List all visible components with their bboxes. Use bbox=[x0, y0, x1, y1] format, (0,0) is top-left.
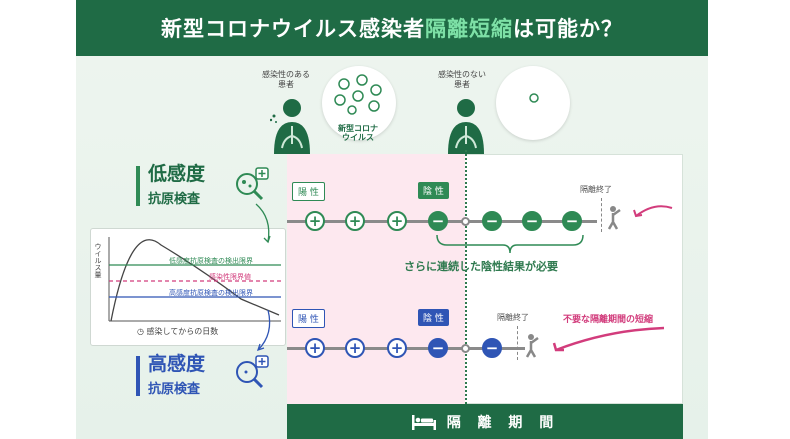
low-bracket bbox=[436, 234, 584, 254]
high-negative-tag: 陰 性 bbox=[418, 309, 449, 326]
low-end-label: 隔離終了 bbox=[580, 185, 612, 194]
high-node-negative-2: − bbox=[482, 338, 502, 358]
low-test-subtitle: 抗原検査 bbox=[148, 192, 201, 207]
low-node-positive-2: + bbox=[345, 211, 365, 231]
low-test-magnifier-icon bbox=[236, 167, 269, 201]
high-person-exit-icon bbox=[525, 334, 539, 358]
low-test-title: 低感度 bbox=[148, 163, 206, 185]
low-pink-arrow-icon bbox=[633, 205, 673, 218]
noninfectious-patient-label: 感染性のない 患者 bbox=[438, 70, 486, 89]
title-prefix: 新型コロナウイルス感染者 bbox=[161, 17, 425, 41]
infectious-boundary-line bbox=[465, 150, 467, 404]
virus-label: 新型コロナ ウイルス bbox=[338, 124, 378, 142]
single-virus-icon bbox=[529, 93, 539, 103]
high-pink-arrow-icon bbox=[552, 326, 665, 352]
high-test-accent-bar bbox=[136, 356, 140, 396]
low-node-positive-3: + bbox=[387, 211, 407, 231]
chart-xlabel: ◷ 感染してからの日数 bbox=[137, 327, 219, 336]
low-node-negative-4: − bbox=[562, 211, 582, 231]
low-node-positive-1: + bbox=[305, 211, 325, 231]
low-end-marker bbox=[601, 198, 602, 232]
high-node-positive-1: + bbox=[305, 338, 325, 358]
low-person-exit-icon bbox=[607, 206, 621, 230]
low-node-negative-3: − bbox=[522, 211, 542, 231]
low-test-accent-bar bbox=[136, 166, 140, 206]
high-end-label: 隔離終了 bbox=[497, 313, 529, 322]
high-test-subtitle: 抗原検査 bbox=[148, 382, 201, 397]
high-test-magnifier-icon bbox=[236, 355, 269, 389]
high-connector-arrow bbox=[257, 309, 271, 351]
chart-line-infect-label: 感染性限界値 bbox=[209, 273, 251, 281]
viral-load-chart: ウイルス量 低感度抗原検査の検出限界 感染性限界値 高感度抗原検査の検出限界 ◷… bbox=[90, 228, 286, 346]
title-suffix: は可能か？ bbox=[513, 17, 623, 41]
high-note: 不要な隔離期間の短縮 bbox=[563, 315, 654, 325]
low-node-negative-1: − bbox=[428, 211, 448, 231]
empty-bubble bbox=[496, 66, 570, 140]
low-negative-tag: 陰 性 bbox=[418, 182, 449, 199]
noninfectious-patient-icon bbox=[448, 99, 484, 154]
infectious-patient-icon bbox=[270, 99, 310, 154]
low-positive-tag: 陽 性 bbox=[292, 182, 325, 201]
chart-line-low-label: 低感度抗原検査の検出限界 bbox=[169, 257, 253, 265]
high-node-positive-3: + bbox=[387, 338, 407, 358]
low-node-negative-2: − bbox=[482, 211, 502, 231]
high-node-boundary bbox=[461, 344, 470, 353]
low-connector-arrow bbox=[255, 203, 270, 243]
viral-load-chart-svg bbox=[108, 237, 281, 322]
low-note: さらに連続した陰性結果が必要 bbox=[404, 260, 558, 273]
virus-cluster-icon bbox=[334, 74, 382, 115]
high-positive-tag: 陽 性 bbox=[292, 309, 325, 328]
title-highlight: 隔離短縮 bbox=[425, 17, 513, 41]
isolation-period-bar: 隔 離 期 間 bbox=[287, 404, 683, 439]
high-test-title: 高感度 bbox=[148, 353, 206, 375]
high-node-positive-2: + bbox=[345, 338, 365, 358]
isolation-period-label: 隔 離 期 間 bbox=[446, 414, 560, 431]
connector-arrows bbox=[255, 203, 271, 352]
high-end-marker bbox=[517, 326, 518, 360]
viral-load-curve bbox=[110, 239, 280, 322]
infectious-patient-label: 感染性のある 患者 bbox=[262, 70, 310, 89]
virus-bubble bbox=[322, 66, 396, 140]
clock-icon: ◷ bbox=[137, 327, 144, 336]
chart-ylabel: ウイルス量 bbox=[94, 243, 102, 278]
chart-line-high-label: 高感度抗原検査の検出限界 bbox=[169, 289, 253, 297]
low-node-boundary bbox=[461, 217, 470, 226]
title-banner: 新型コロナウイルス感染者隔離短縮は可能か？ bbox=[76, 0, 708, 56]
high-node-negative-1: − bbox=[428, 338, 448, 358]
bed-icon bbox=[411, 414, 436, 430]
